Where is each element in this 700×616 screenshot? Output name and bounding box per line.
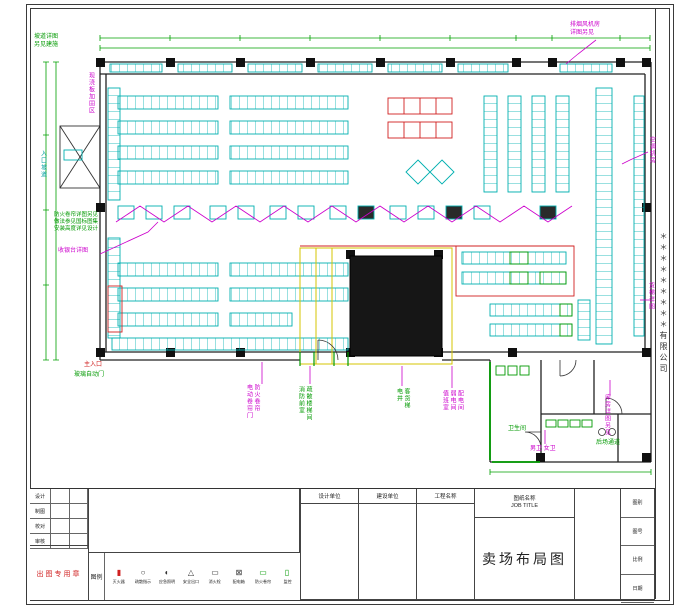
- legend-item: ⊠配电箱: [232, 567, 246, 584]
- exit-sign-icon: ○: [140, 567, 146, 577]
- outer-border: [26, 4, 674, 605]
- annotation-stair: 疏散楼梯间 消防前室: [297, 386, 312, 421]
- stair-core: [349, 255, 443, 357]
- annotation-toilet: 卫生间: [508, 426, 527, 432]
- annotation-glass-door: 玻璃自动门: [74, 372, 105, 378]
- drawing-name-cell: 图纸名称 JOB TITLE 卖场布局图: [474, 489, 574, 600]
- company-name: ＊＊＊＊＊＊＊＊＊有限公司: [659, 232, 668, 375]
- annotation-slab-note: 现浇板加固区: [87, 72, 94, 114]
- inner-border: [30, 8, 670, 601]
- sign-row: 审核: [30, 534, 88, 549]
- sign-label: 审核: [30, 534, 51, 548]
- legend-title: 图例: [89, 553, 105, 600]
- annotation-fire-shutter: 防火卷帘 电动卷帘门: [245, 384, 260, 419]
- shelving-racks: [107, 63, 645, 351]
- meta-column: 图别 图号 比例 日期: [620, 489, 655, 603]
- fire-shutter-icon: ▭: [259, 567, 267, 577]
- annotation-storage: 库房详图另见: [603, 394, 610, 436]
- meta-row: 比例: [621, 546, 654, 575]
- hydrant-icon: ▭: [211, 567, 219, 577]
- drawing-name-header: 图纸名称 JOB TITLE: [475, 489, 574, 518]
- legend-items: ▮灭火器 ○疏散指示 ◐应急照明 △安全出口 ▭消火栓 ⊠配电箱 ▭防火卷帘 ▯…: [105, 553, 301, 600]
- sign-label: 校对: [30, 519, 51, 533]
- annotation-ac-room: 空调机房: [648, 136, 655, 164]
- legend: 图例 ▮灭火器 ○疏散指示 ◐应急照明 △安全出口 ▭消火栓 ⊠配电箱 ▭防火卷…: [88, 553, 301, 600]
- legend-item: ○疏散指示: [134, 567, 152, 584]
- legend-item: ▭消火栓: [208, 567, 222, 584]
- company-strip: ＊＊＊＊＊＊＊＊＊有限公司: [655, 8, 671, 599]
- annotation-cargo-lift: 货梯详图: [647, 282, 654, 310]
- signature-table: 设计 制图 校对 审核: [30, 489, 89, 549]
- sign-label: 制图: [30, 504, 51, 518]
- door-swings: [317, 339, 623, 449]
- red-zones: [107, 97, 575, 333]
- leader-lines: [99, 39, 650, 444]
- drawing-title: 卖场布局图: [482, 551, 567, 567]
- walls: [99, 61, 652, 463]
- annotation-corridor: 后场通道: [596, 440, 621, 446]
- build-unit-cell: 建设单位: [358, 489, 416, 600]
- annotation-toilet-mf: 男卫 女卫: [530, 446, 556, 452]
- annotation-lift: 客货梯 电井: [395, 388, 410, 409]
- meta-row: 图别: [621, 489, 654, 518]
- build-unit-header: 建设单位: [359, 489, 416, 504]
- design-unit-header: 设计单位: [301, 489, 358, 504]
- legend-item: △安全出口: [182, 567, 200, 584]
- annotation-entrance-ramp: 入口坡道: [39, 150, 46, 178]
- legend-item: ▭防火卷帘: [254, 567, 272, 584]
- legend-item: ◐应急照明: [158, 567, 176, 584]
- meta-row: 日期: [621, 575, 654, 603]
- legend-item: ▮灭火器: [112, 567, 126, 584]
- extinguisher-icon: ▮: [116, 567, 122, 577]
- project-cell: 工程名称: [416, 489, 474, 600]
- annotation-power-room: 配电间 弱电间 值班室: [441, 390, 463, 411]
- meta-row: 图号: [621, 518, 654, 546]
- dimension-lines: [43, 35, 652, 475]
- safety-exit-icon: △: [187, 567, 195, 577]
- legend-item: ▯监控: [282, 567, 292, 584]
- yellow-corridor: [299, 247, 453, 365]
- power-box-icon: ⊠: [235, 567, 243, 577]
- emergency-light-icon: ◐: [164, 567, 170, 577]
- annotation-ramp-note: 坡道详图 另见建施: [34, 34, 59, 48]
- annotation-shutter-note: 防火卷帘详图另见 做法参见国标图集 安装高度详见设计: [54, 212, 99, 232]
- annotation-fan-room: 排烟风机房 详图另见: [570, 22, 601, 36]
- entrance-ramp: [59, 125, 101, 189]
- sign-label: 设计: [30, 489, 51, 503]
- design-unit-cell: 设计单位: [300, 489, 358, 600]
- annotation-main-entrance: 主入口: [84, 362, 103, 368]
- drawing-name-label: 图纸名称: [513, 495, 536, 502]
- seal-cell: 出图专用章: [30, 545, 89, 601]
- green-fixtures: [299, 251, 593, 463]
- zigzag-line: [115, 205, 573, 223]
- sign-row: 制图: [30, 504, 88, 519]
- approval-cell: [574, 489, 620, 600]
- sign-row: 校对: [30, 519, 88, 534]
- sign-row: 设计: [30, 489, 88, 504]
- cctv-icon: ▯: [284, 567, 290, 577]
- checkout-counters: [117, 205, 557, 220]
- annotation-cashier-note: 收银台详图: [58, 248, 89, 254]
- drawing-name-label-en: JOB TITLE: [510, 503, 539, 509]
- notes-cell: [88, 489, 300, 553]
- project-header: 工程名称: [417, 489, 474, 504]
- title-block: 设计 制图 校对 审核 出图专用章 图例 ▮灭火器 ○疏散指示 ◐应急照明 △安…: [30, 488, 655, 603]
